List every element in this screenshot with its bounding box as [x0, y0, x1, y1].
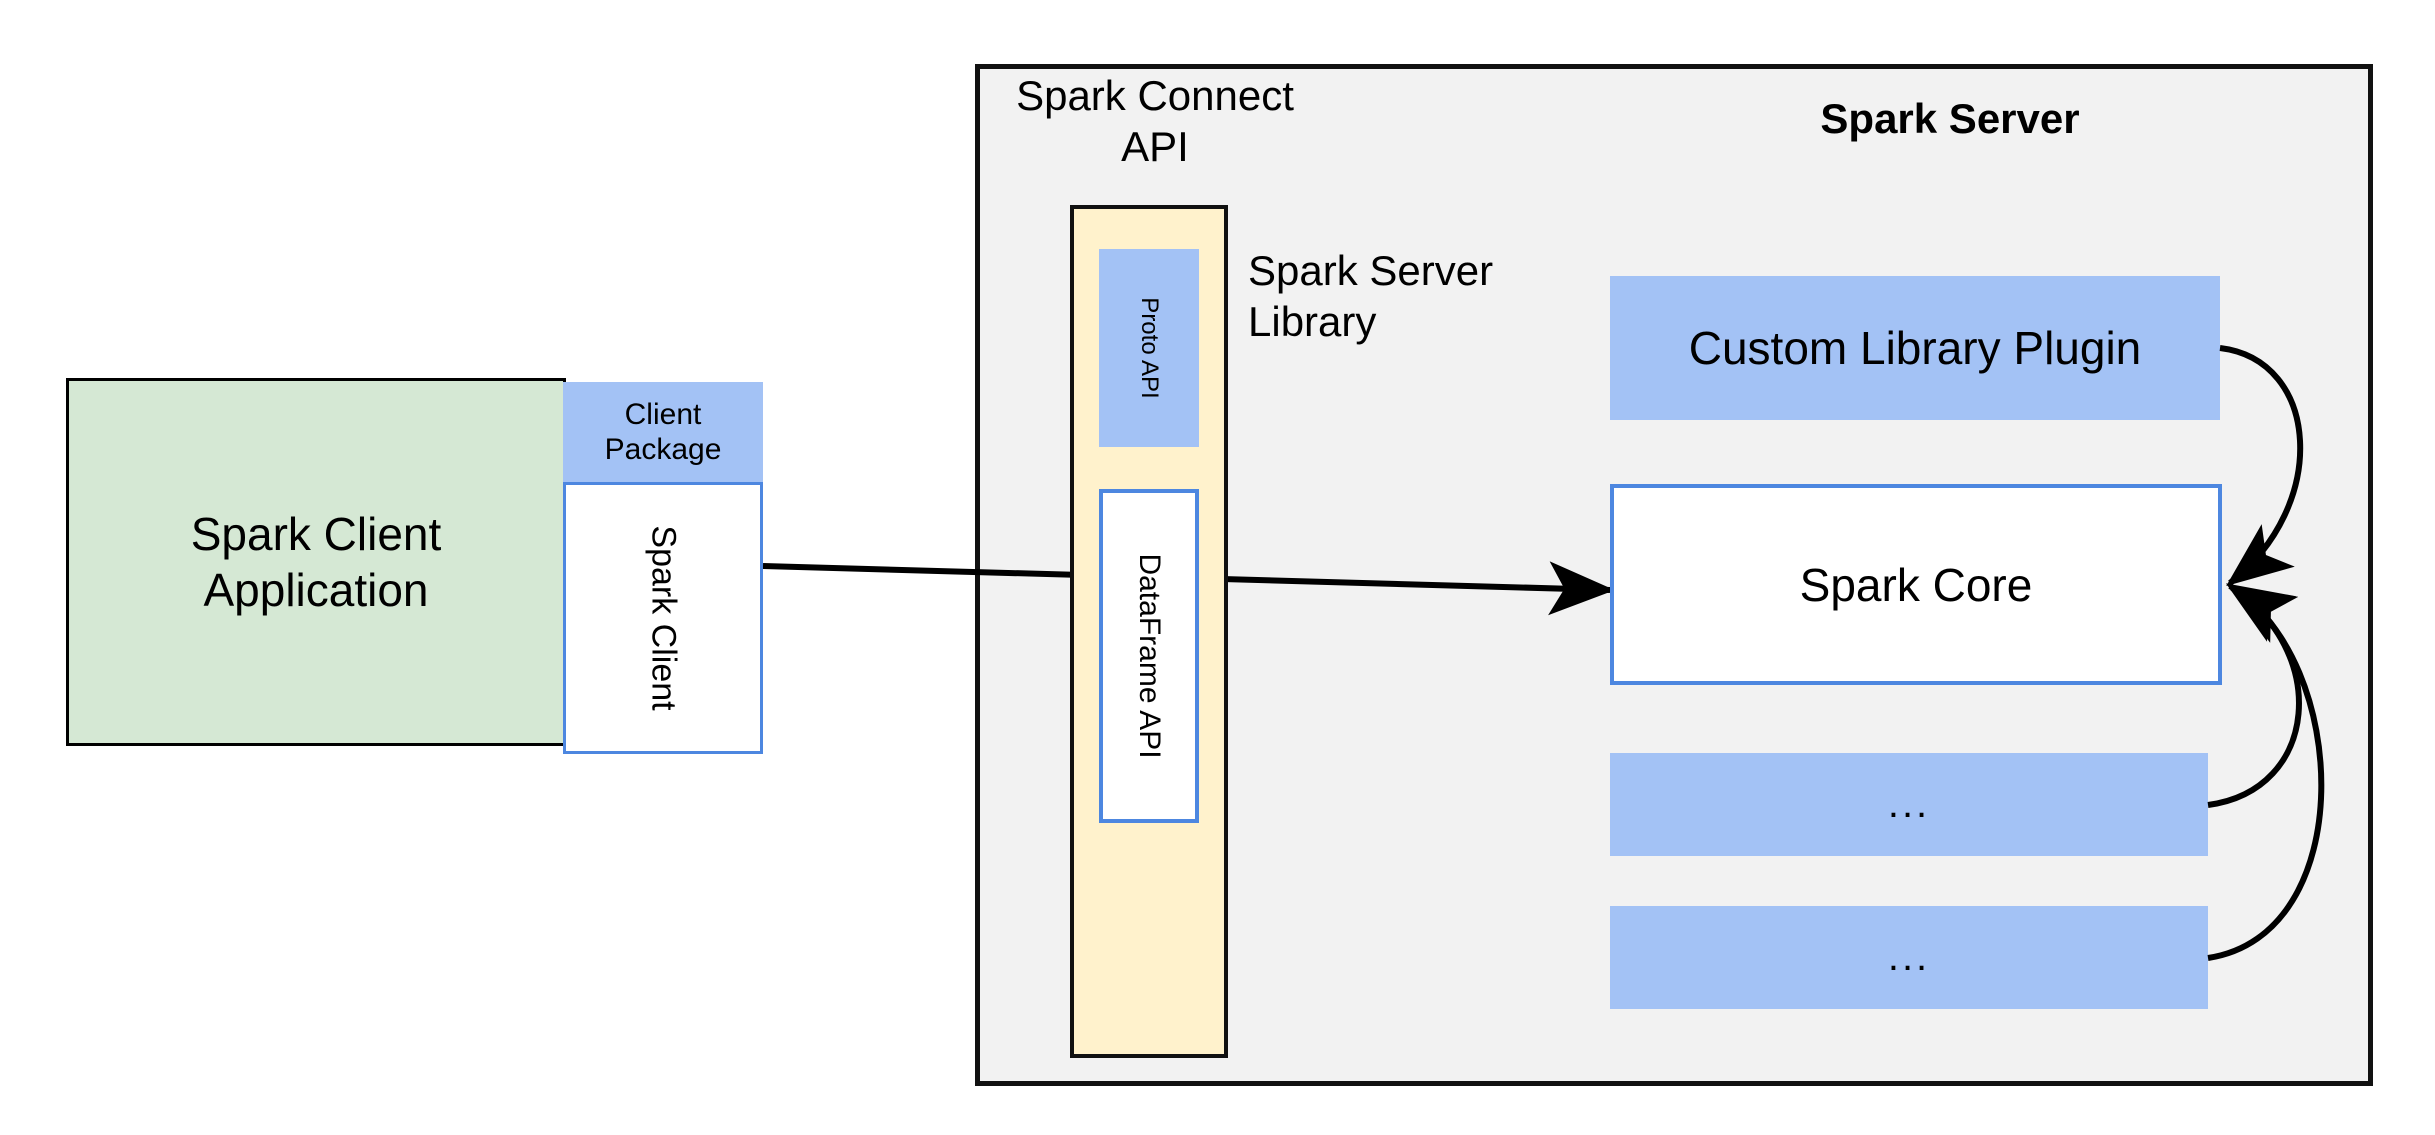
spark-connect-api-label: Spark Connect API — [1016, 72, 1294, 171]
dataframe-api-label: DataFrame API — [1133, 553, 1166, 759]
page-title: Spark Server — [1820, 95, 2080, 142]
spark-client-box[interactable]: Spark Client — [563, 482, 763, 754]
spark-core-box[interactable]: Spark Core — [1610, 484, 2222, 685]
client-package-label: Client Package — [604, 397, 722, 466]
client-package-box[interactable]: Client Package — [563, 382, 763, 482]
spark-client-application-box[interactable]: Spark Client Application — [66, 378, 566, 746]
dataframe-api-box[interactable]: DataFrame API — [1099, 489, 1199, 823]
spark-server-library-label: Spark Server Library — [1248, 247, 1494, 346]
ellipsis-box-1-label: ... — [1887, 782, 1931, 826]
proto-api-box[interactable]: Proto API — [1099, 249, 1199, 447]
spark-client-label: Spark Client — [644, 525, 683, 711]
custom-library-plugin-label: Custom Library Plugin — [1688, 322, 2142, 374]
proto-api-label: Proto API — [1136, 297, 1163, 399]
spark-client-application-label: Spark Client Application — [190, 507, 442, 616]
ellipsis-box-2[interactable]: ... — [1610, 906, 2208, 1009]
custom-library-plugin-box[interactable]: Custom Library Plugin — [1610, 276, 2220, 420]
spark-core-label: Spark Core — [1799, 558, 2033, 611]
ellipsis-box-2-label: ... — [1887, 935, 1931, 979]
ellipsis-box-1[interactable]: ... — [1610, 753, 2208, 856]
